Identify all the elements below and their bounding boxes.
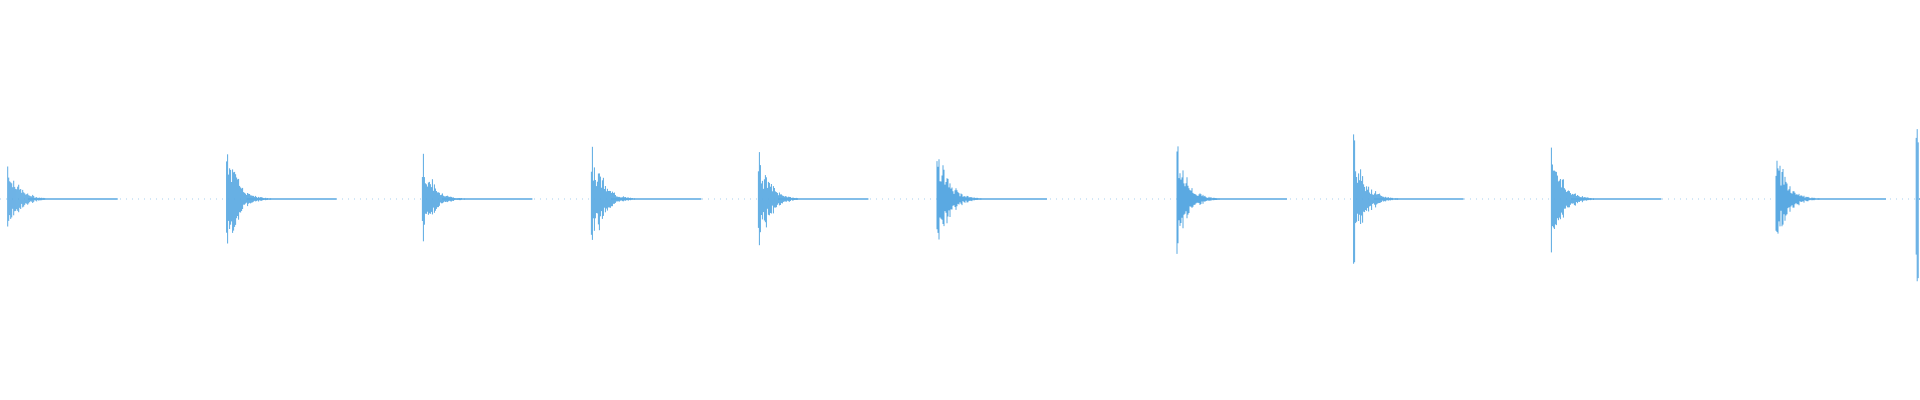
waveform-hit (590, 146, 702, 240)
waveform-hit (226, 154, 337, 244)
waveform-hit (1775, 160, 1886, 234)
waveform-transients (7, 129, 1920, 282)
waveform-hit (1176, 146, 1287, 254)
waveform-hit (936, 159, 1047, 240)
waveform-hit (7, 166, 118, 227)
waveform-hit (1353, 134, 1464, 264)
waveform-hit (421, 153, 533, 242)
waveform-hit (1915, 129, 1920, 282)
waveform-hit (1550, 147, 1662, 253)
waveform-hit (757, 152, 869, 246)
